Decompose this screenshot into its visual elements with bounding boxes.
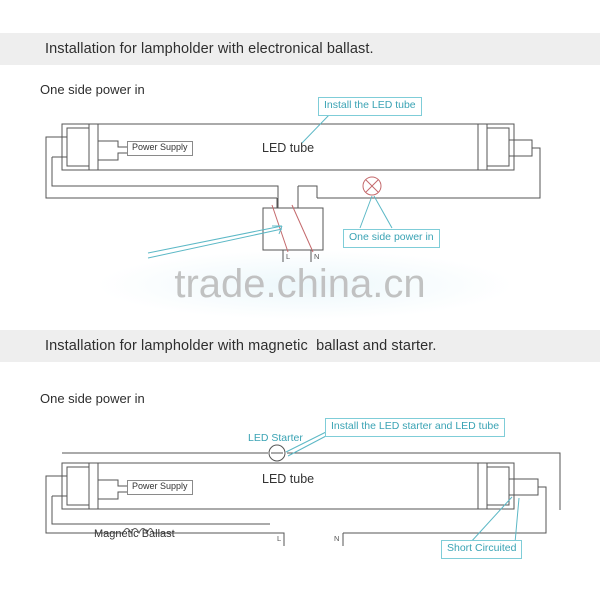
section-1-header-band bbox=[0, 33, 600, 65]
bus-wire-b-1 bbox=[56, 185, 279, 208]
pin-right-short-bracket-2 bbox=[530, 478, 539, 496]
watermark-text: trade.china.cn bbox=[174, 262, 426, 306]
driver-stub-lower-1 bbox=[98, 152, 128, 161]
section-2-subtitle: One side power in bbox=[40, 391, 145, 406]
disconnect-marks-1 bbox=[271, 204, 314, 253]
disconnect-slash-a-1 bbox=[271, 204, 289, 253]
cut-x-a-1 bbox=[365, 179, 379, 193]
watermark-glow bbox=[95, 250, 515, 320]
led-starter-symbol-2 bbox=[268, 444, 286, 462]
lampholder-right-cap-2 bbox=[486, 466, 510, 506]
driver-stub-upper-2 bbox=[98, 479, 128, 487]
right-return-wire-1 bbox=[317, 147, 541, 199]
lampholder-left-collar-2 bbox=[88, 462, 99, 510]
terminal-label-l-1: L bbox=[286, 252, 291, 261]
cut-circle-1 bbox=[362, 176, 382, 196]
section-1-subtitle: One side power in bbox=[40, 82, 145, 97]
pin-left-bottom-lead-1 bbox=[51, 157, 56, 187]
lampholder-right-collar-2 bbox=[477, 462, 488, 510]
cut-connection-marker-1 bbox=[362, 176, 382, 196]
leader-ballast-arrow-upper-1 bbox=[147, 225, 283, 254]
callout-short-circuited: Short Circuited bbox=[441, 540, 523, 559]
callout-install-starter-and-tube: Install the LED starter and LED tube bbox=[325, 418, 506, 437]
lampholder-left-cap-2 bbox=[66, 466, 90, 506]
bus-wire-d-1 bbox=[298, 185, 318, 198]
section-1-title: Installation for lampholder with electro… bbox=[45, 41, 374, 57]
disconnect-slash-b-1 bbox=[291, 204, 314, 253]
leader-short-b-2 bbox=[514, 497, 520, 544]
ballast-terminal-block-1 bbox=[262, 207, 324, 251]
leader-ballast-arrowhead-1 bbox=[272, 225, 283, 235]
bus-wire-a-1 bbox=[45, 195, 277, 199]
driver-stub-upper-1 bbox=[98, 140, 128, 148]
right-return-wire-2 bbox=[343, 486, 547, 534]
leader-install-tube-1 bbox=[301, 113, 331, 144]
cut-x-b-1 bbox=[365, 179, 379, 193]
callout-install-led-tube: Install the LED tube bbox=[318, 97, 422, 116]
terminal-label-n-1: N bbox=[314, 252, 320, 261]
lampholder-left-collar-1 bbox=[88, 123, 99, 171]
power-supply-label-1: Power Supply bbox=[127, 141, 193, 156]
magnetic-ballast-label-2: Magnetic Ballast bbox=[94, 528, 175, 540]
lampholder-right-collar-1 bbox=[477, 123, 488, 171]
leader-short-a-2 bbox=[469, 496, 513, 544]
power-supply-label-2: Power Supply bbox=[127, 480, 193, 495]
leader-one-side-b-1 bbox=[373, 195, 393, 229]
leader-lines-2 bbox=[285, 431, 520, 544]
pin-left-top-lead-2 bbox=[45, 475, 52, 533]
led-tube-label-1: LED tube bbox=[262, 141, 315, 155]
section-2-header-band bbox=[0, 330, 600, 362]
pin-left-bottom-lead-2 bbox=[51, 496, 56, 525]
section-2-title: Installation for lampholder with magneti… bbox=[45, 338, 437, 354]
leader-one-side-a-1 bbox=[359, 195, 373, 229]
lampholder-right-cap-1 bbox=[486, 127, 510, 167]
pin-right-short-bracket-1 bbox=[524, 139, 533, 157]
led-tube-label-2: LED tube bbox=[262, 472, 315, 486]
driver-stub-lower-2 bbox=[98, 491, 128, 500]
pin-left-top-lead-1 bbox=[45, 136, 52, 195]
lampholder-left-cap-1 bbox=[66, 127, 90, 167]
led-starter-label-2: LED Starter bbox=[248, 432, 303, 444]
callout-one-side-power-in: One side power in bbox=[343, 229, 440, 248]
terminal-label-l-2: L bbox=[277, 534, 282, 543]
terminal-label-n-2: N bbox=[334, 534, 340, 543]
